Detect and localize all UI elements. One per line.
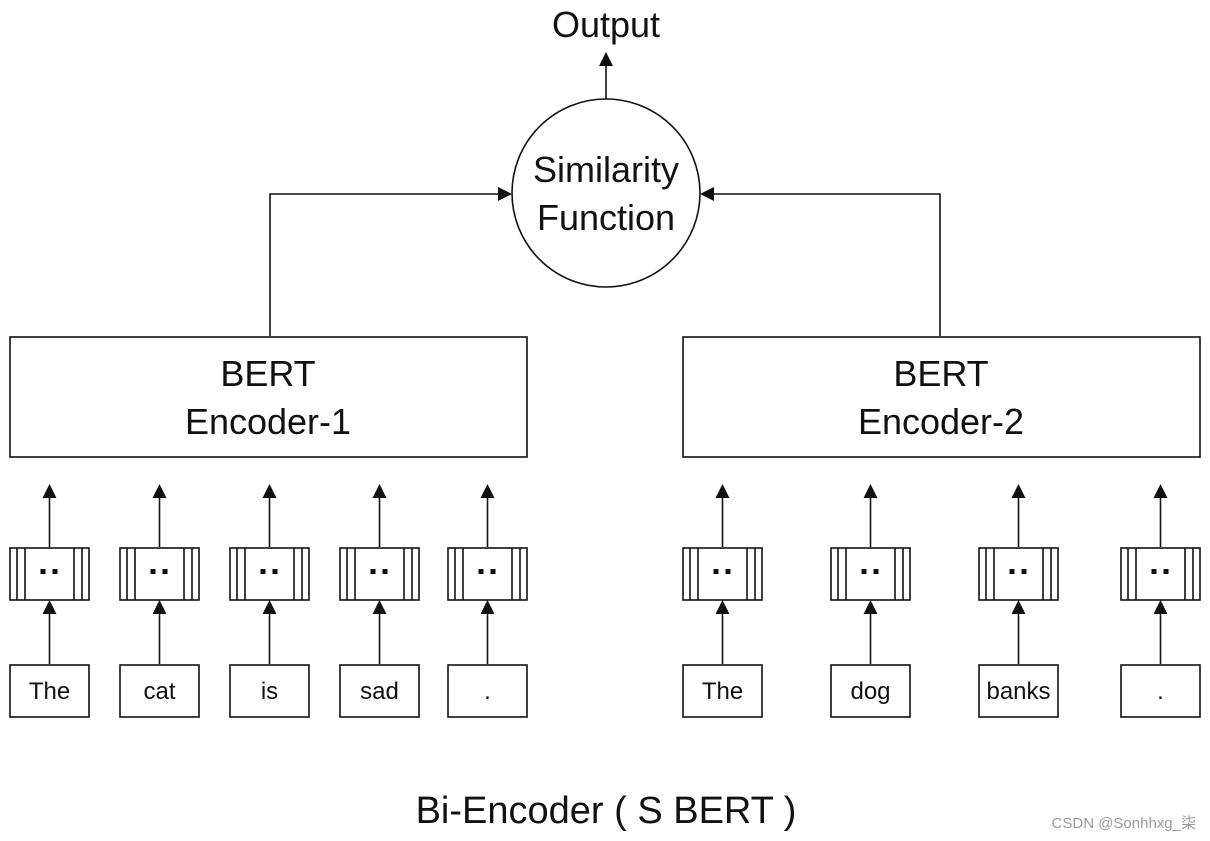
similarity-function-line2: Function — [537, 197, 675, 238]
embedding-to-encoder-arrow — [1011, 484, 1026, 547]
embedding-to-encoder-arrow — [1153, 484, 1168, 547]
bert-encoder-2: BERT Encoder-2 — [682, 336, 1201, 458]
token-to-embedding-arrow — [863, 600, 878, 664]
token-box: is — [229, 664, 310, 718]
embedding-to-encoder-arrow — [262, 484, 277, 547]
token-box: . — [447, 664, 528, 718]
token-to-embedding-arrow — [152, 600, 167, 664]
token-column: is — [229, 484, 310, 718]
token-box: banks — [978, 664, 1059, 718]
embedding-vector — [447, 547, 528, 601]
encoder-1-token-columns: The cat is sad. — [9, 484, 528, 718]
similarity-function-line1: Similarity — [533, 149, 679, 190]
token-label: is — [261, 678, 278, 705]
output-label: Output — [552, 4, 660, 45]
token-to-embedding-arrow — [262, 600, 277, 664]
token-to-embedding-arrow — [1011, 600, 1026, 664]
token-box: The — [682, 664, 763, 718]
token-label: . — [1157, 678, 1164, 705]
encoder-1-line2: Encoder-1 — [185, 401, 351, 442]
embedding-vector — [978, 547, 1059, 601]
similarity-function-node: Similarity Function — [511, 98, 701, 288]
token-label: . — [484, 678, 491, 705]
bert-encoder-1: BERT Encoder-1 — [9, 336, 528, 458]
embedding-to-encoder-arrow — [715, 484, 730, 547]
token-to-embedding-arrow — [1153, 600, 1168, 664]
embedding-vector — [339, 547, 420, 601]
token-column: sad — [339, 484, 420, 718]
token-column: dog — [830, 484, 911, 718]
embedding-to-encoder-arrow — [480, 484, 495, 547]
token-label: cat — [143, 678, 175, 705]
embedding-vector — [682, 547, 763, 601]
embedding-to-encoder-arrow — [372, 484, 387, 547]
token-column: . — [1120, 484, 1201, 718]
token-label: The — [29, 678, 70, 705]
embedding-vector — [1120, 547, 1201, 601]
encoder-2-line2: Encoder-2 — [858, 401, 1024, 442]
encoder-1-line1: BERT — [220, 353, 315, 394]
encoder-1-to-similarity-arrow — [269, 187, 512, 336]
token-column: cat — [119, 484, 200, 718]
embedding-vector — [229, 547, 310, 601]
output-arrow — [599, 52, 613, 104]
token-label: The — [702, 678, 743, 705]
token-to-embedding-arrow — [42, 600, 57, 664]
token-label: sad — [360, 678, 399, 705]
token-column: banks — [978, 484, 1059, 718]
token-box: dog — [830, 664, 911, 718]
token-to-embedding-arrow — [715, 600, 730, 664]
diagram-caption: Bi-Encoder ( S BERT ) — [416, 790, 797, 832]
token-box: sad — [339, 664, 420, 718]
encoder-2-to-similarity-arrow — [700, 187, 941, 336]
encoder-2-token-columns: The dog banks. — [682, 484, 1201, 718]
embedding-vector — [119, 547, 200, 601]
embedding-vector — [9, 547, 90, 601]
token-label: banks — [986, 678, 1050, 705]
token-box: The — [9, 664, 90, 718]
token-box: . — [1120, 664, 1201, 718]
embedding-to-encoder-arrow — [152, 484, 167, 547]
token-column: The — [682, 484, 763, 718]
embedding-vector — [830, 547, 911, 601]
token-to-embedding-arrow — [372, 600, 387, 664]
encoder-2-line1: BERT — [893, 353, 988, 394]
token-label: dog — [850, 678, 890, 705]
token-column: The — [9, 484, 90, 718]
token-box: cat — [119, 664, 200, 718]
embedding-to-encoder-arrow — [863, 484, 878, 547]
embedding-to-encoder-arrow — [42, 484, 57, 547]
token-to-embedding-arrow — [480, 600, 495, 664]
token-column: . — [447, 484, 528, 718]
watermark: CSDN @Sonhhxg_柒 — [1052, 815, 1196, 832]
